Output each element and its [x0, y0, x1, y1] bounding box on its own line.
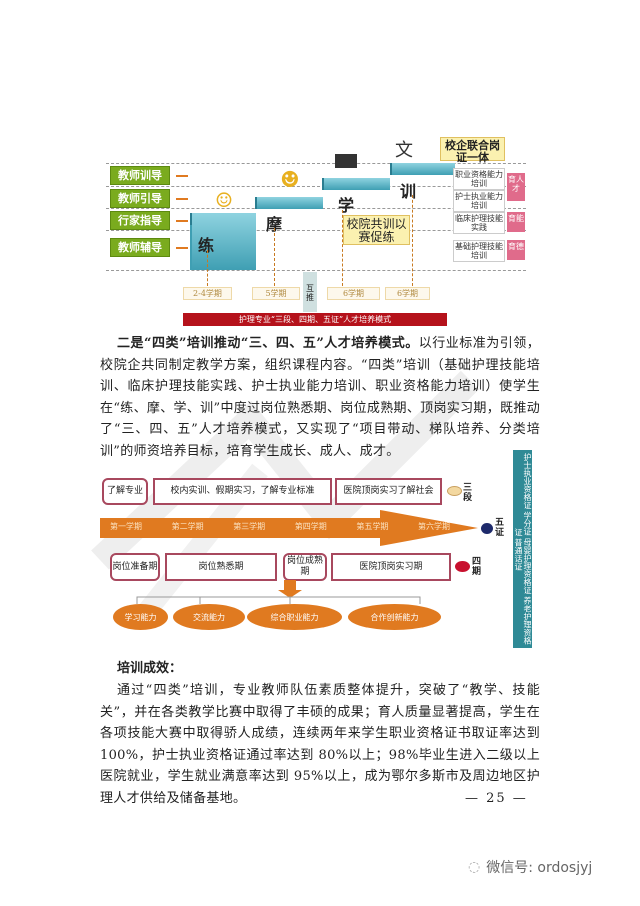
paragraph-2: 通过“四类”培训，专业教师队伍素质整体提升，突破了“教学、技能关”，并在各类教学…: [100, 683, 540, 806]
training-box: 临床护理技能实践: [453, 212, 505, 234]
row2-box: 医院顶岗实习期: [331, 553, 451, 581]
training-box: 护士执业能力培训: [453, 190, 505, 212]
mid-box: 校院共训以赛促练: [343, 215, 410, 245]
semester-box: 5学期: [252, 287, 300, 300]
person-icon: ☻: [280, 168, 300, 193]
person-icon: ☺: [215, 188, 233, 212]
paragraph-1-lead: 二是“四类”培训推动“三、四、五”人才培养模式。: [117, 336, 419, 351]
tag: 育人才: [507, 173, 525, 201]
ability: 交流能力: [173, 604, 245, 630]
tag: 育德: [507, 240, 525, 260]
wechat-watermark: ◌ 微信号: ordosjyj: [468, 859, 593, 876]
guide-label: 教师训导: [110, 166, 170, 185]
guide-label: 行家指导: [110, 211, 170, 230]
row2-box: 岗位成熟期: [283, 553, 327, 581]
semester-arrow: [100, 510, 478, 546]
guide-label: 教师引导: [110, 189, 170, 208]
certificates-bar: 护士执业资格证 学分证 母婴护理资格证 养老护理资格证 普通话证: [513, 450, 532, 648]
row2-box: 岗位熟悉期: [165, 553, 277, 581]
arrow-tag: 五证: [495, 518, 505, 538]
banner: 护理专业“三段、四期、五证”人才培养模式: [183, 313, 447, 326]
ability: 学习能力: [113, 604, 168, 630]
row2-tag: 四期: [472, 557, 482, 577]
step-label: 练: [198, 236, 215, 255]
page-number: — 25 —: [465, 791, 528, 806]
row1-box: 了解专业: [102, 478, 148, 505]
training-box: 基础护理技能培训: [453, 240, 505, 262]
semester-box: 2-4学期: [183, 287, 232, 300]
step-label: 训: [400, 182, 417, 201]
guide-label: 教师辅导: [110, 238, 170, 257]
paragraph-1-body: 以行业标准为引领，校院企共同制定教学方案，组织课程内容。“四类”培训（基础护理技…: [100, 336, 540, 459]
step-label: 摩: [266, 215, 283, 234]
semester-box: 6学期: [327, 287, 380, 300]
step-label: 学: [338, 196, 355, 215]
training-box: 职业资格能力培训: [453, 168, 505, 190]
down-arrow-bracket: [136, 580, 421, 604]
tag: 育能: [507, 212, 525, 232]
ability: 综合职业能力: [247, 604, 342, 630]
row2-box: 岗位准备期: [110, 553, 160, 581]
mutual-arrow: 互推: [303, 272, 317, 312]
wechat-icon: ◌: [468, 859, 481, 875]
jumping-person-icon: 文: [395, 140, 413, 161]
semester-labels: 第一学期第二学期第三学期第四学期第五学期第六学期: [110, 522, 450, 531]
row1-tag: 三段: [463, 483, 473, 503]
desk-icon: [335, 154, 357, 168]
section-heading: 培训成效：: [117, 661, 183, 676]
semester-box: 6学期: [385, 287, 430, 300]
row1-box: 校内实训、假期实习，了解专业标准: [153, 478, 332, 505]
paragraph-1: 二是“四类”培训推动“三、四、五”人才培养模式。以行业标准为引领，校院企共同制定…: [100, 333, 540, 462]
ability: 合作创新能力: [348, 604, 441, 630]
row1-box: 医院顶岗实习了解社会: [335, 478, 442, 505]
top-box: 校企联合岗证一体: [440, 137, 505, 164]
